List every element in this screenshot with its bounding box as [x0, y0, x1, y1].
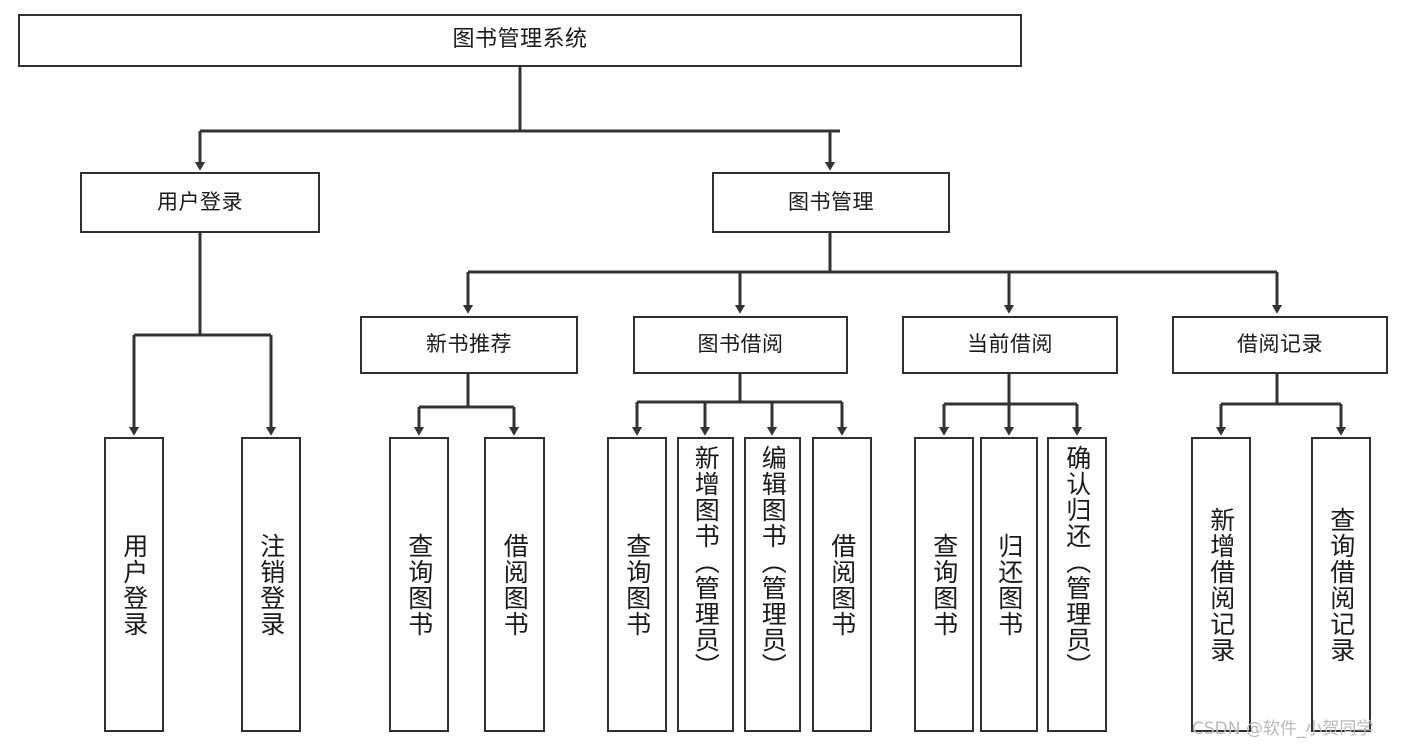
node-root-book-management-system[interactable]: 图书管理系统: [18, 14, 1022, 67]
node-label: 图书管理: [788, 189, 874, 214]
node-label: 用户登录: [119, 532, 149, 637]
leaf-current-borrow-return-books[interactable]: 归还图书: [980, 437, 1038, 732]
node-label: 确认归还（管理员）: [1062, 445, 1092, 679]
leaf-user-login-logout[interactable]: 注销登录: [241, 437, 301, 732]
node-user-login[interactable]: 用户登录: [80, 172, 320, 233]
node-label: 注销登录: [256, 532, 286, 637]
node-label: 借阅记录: [1237, 332, 1323, 357]
node-label: 查询图书: [404, 532, 434, 637]
node-label: 当前借阅: [967, 332, 1053, 357]
node-book-borrowing[interactable]: 图书借阅: [633, 316, 848, 374]
leaf-borrow-record-query-record[interactable]: 查询借阅记录: [1311, 437, 1371, 732]
csdn-watermark: CSDN @软件_小贺同学: [1192, 719, 1374, 739]
node-label: 查询图书: [929, 532, 959, 637]
leaf-user-login-login[interactable]: 用户登录: [104, 437, 164, 732]
node-new-book-recommendation[interactable]: 新书推荐: [360, 316, 578, 374]
leaf-book-borrow-add-book-admin[interactable]: 新增图书（管理员）: [677, 437, 734, 732]
node-label: 新增借阅记录: [1206, 506, 1236, 663]
leaf-borrow-record-add-record[interactable]: 新增借阅记录: [1191, 437, 1251, 732]
leaf-book-borrow-borrow-books[interactable]: 借阅图书: [812, 437, 872, 732]
node-label: 查询借阅记录: [1326, 506, 1356, 663]
node-label: 新增图书（管理员）: [691, 445, 721, 679]
node-book-management[interactable]: 图书管理: [712, 172, 950, 233]
node-label: 新书推荐: [426, 332, 512, 357]
node-label: 图书借阅: [697, 332, 784, 357]
node-label: 借阅图书: [827, 532, 857, 637]
leaf-current-borrow-query-books[interactable]: 查询图书: [914, 437, 974, 732]
leaf-book-borrow-edit-book-admin[interactable]: 编辑图书（管理员）: [744, 437, 801, 732]
node-borrowing-records[interactable]: 借阅记录: [1172, 316, 1388, 374]
leaf-new-book-borrow-books[interactable]: 借阅图书: [484, 437, 545, 732]
node-label: 图书管理系统: [452, 27, 588, 53]
node-label: 编辑图书（管理员）: [758, 445, 788, 679]
leaf-current-borrow-confirm-return-admin[interactable]: 确认归还（管理员）: [1047, 437, 1107, 732]
node-label: 用户登录: [157, 189, 243, 214]
node-label: 借阅图书: [500, 532, 530, 637]
node-label: 归还图书: [994, 532, 1024, 637]
leaf-book-borrow-query-books[interactable]: 查询图书: [607, 437, 667, 732]
node-label: 查询图书: [622, 532, 652, 637]
node-current-borrowing[interactable]: 当前借阅: [902, 316, 1118, 374]
leaf-new-book-query-books[interactable]: 查询图书: [389, 437, 449, 732]
